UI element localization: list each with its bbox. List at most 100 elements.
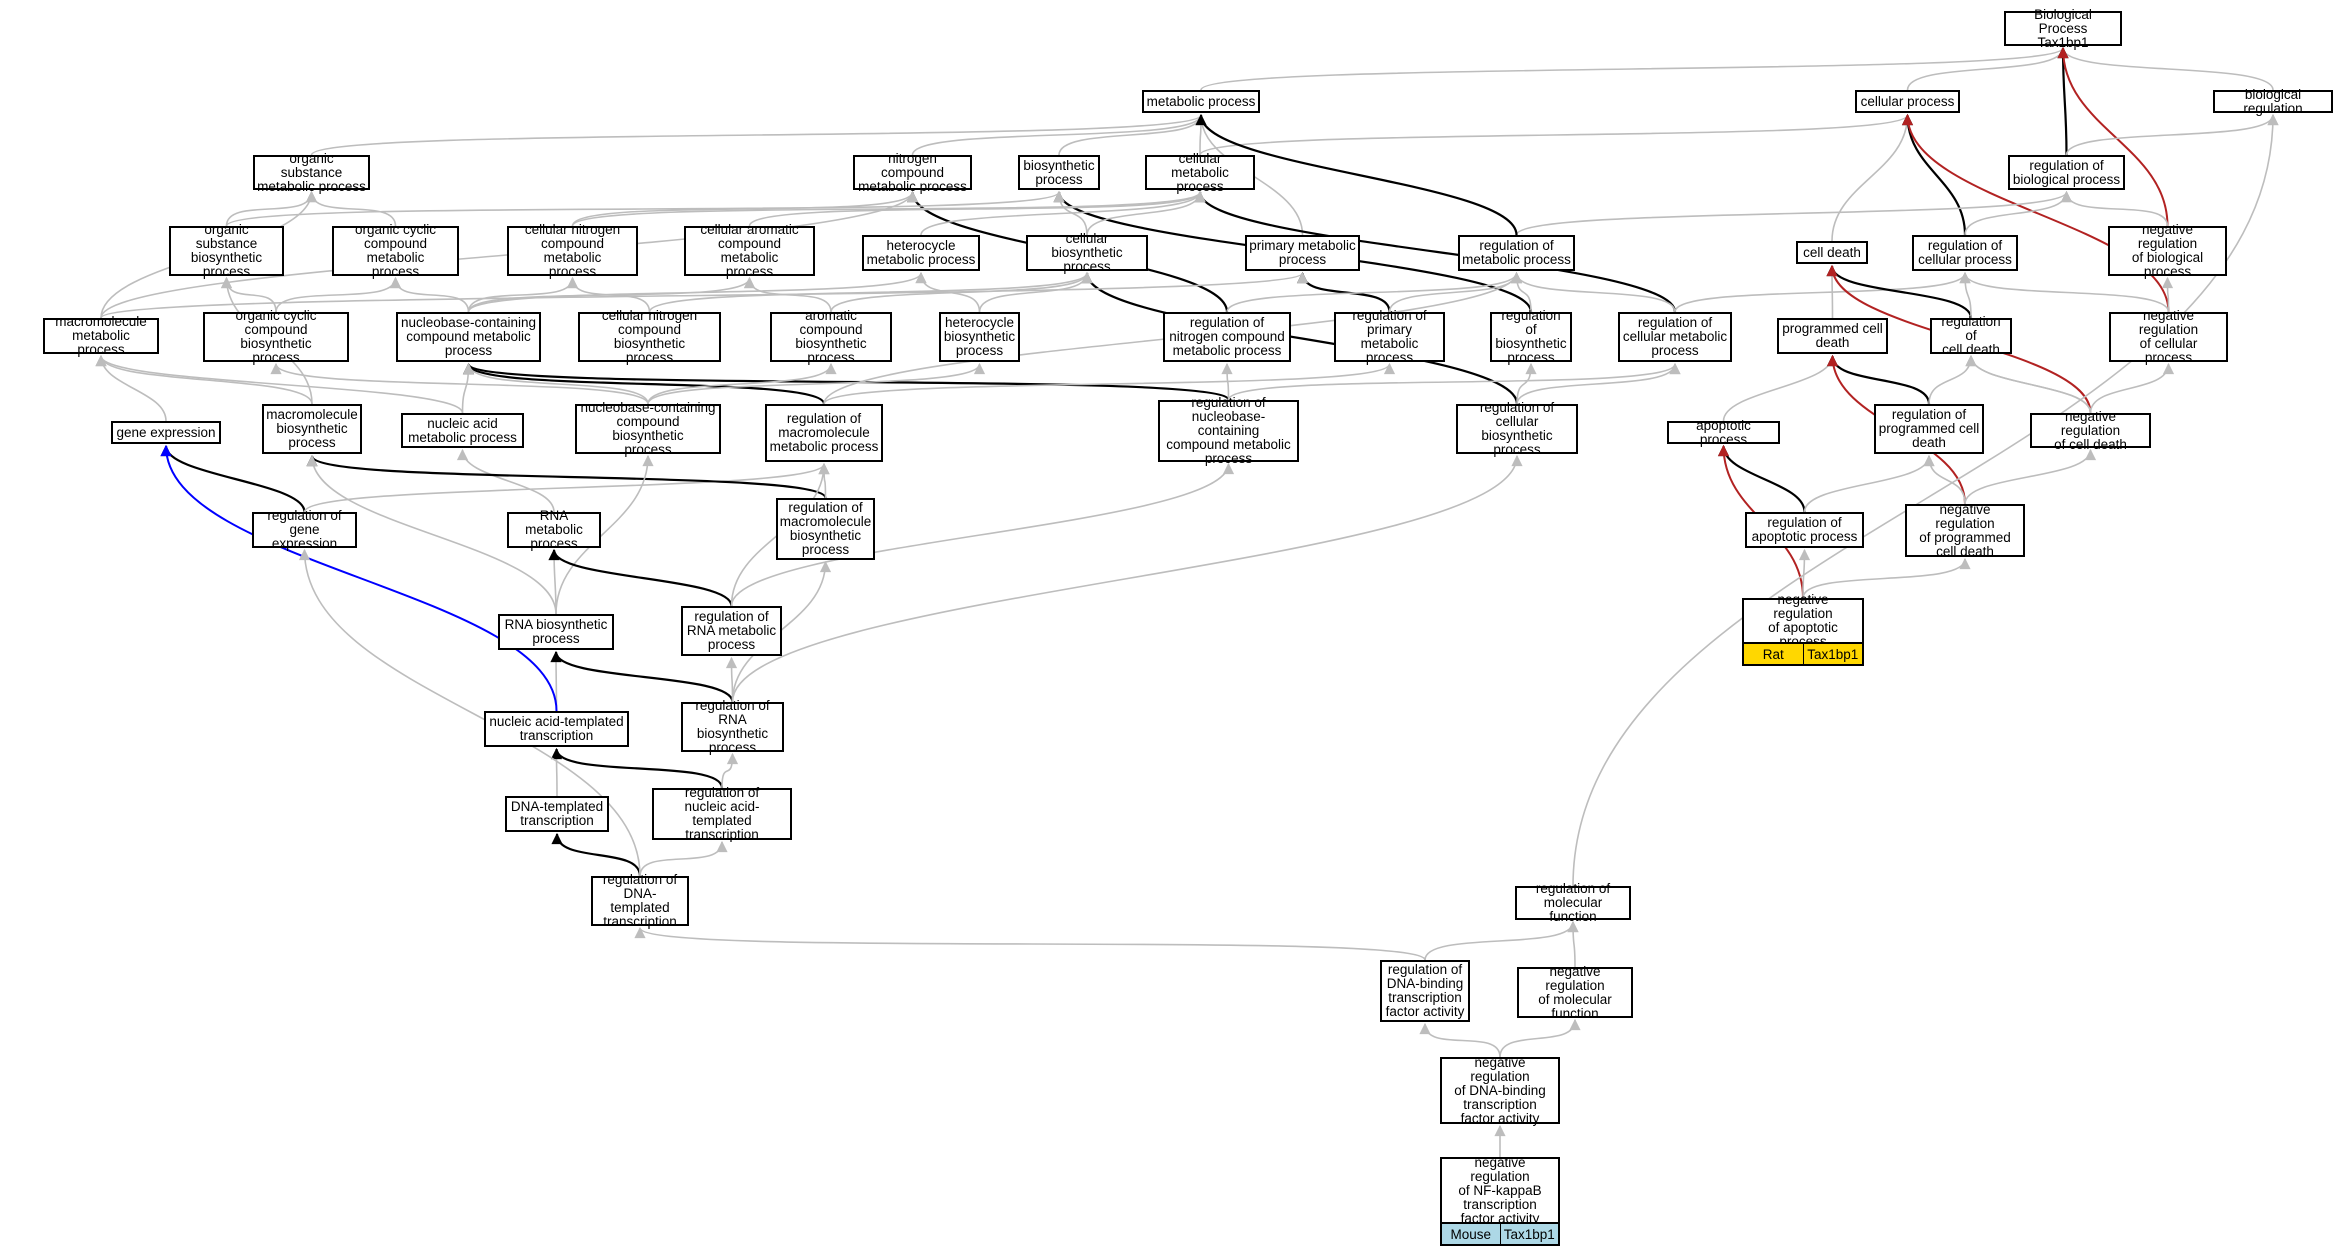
node-neg-reg-mol[interactable]: negative regulation of molecular functio… — [1517, 964, 1633, 1020]
edge-neg_reg_cell-to-neg_reg_bio — [2161, 276, 2174, 313]
node-cell-nitro-bio[interactable]: cellular nitrogen compound biosynthetic … — [578, 309, 721, 365]
edge-neg_reg_cell-to-cellular_process — [1901, 113, 2170, 313]
node-reg-nat-transc[interactable]: regulation of nucleic acid-templated tra… — [652, 786, 792, 842]
node-reg-cell-met[interactable]: regulation of cellular metabolic process — [1618, 312, 1732, 362]
node-prog-death[interactable]: programmed cell death — [1777, 318, 1888, 354]
edge-cell_bio-to-cell_met — [1086, 190, 1206, 236]
edge-reg_gene_expr-to-reg_macro_met — [303, 462, 830, 513]
edge-neg_reg_bio-to-reg_bio_proc — [2060, 190, 2169, 227]
node-prim-met[interactable]: primary metabolic process — [1245, 235, 1360, 271]
node-apoptotic[interactable]: apoptotic process — [1667, 418, 1780, 446]
node-nucacid-met[interactable]: nucleic acid metabolic process — [401, 413, 524, 448]
node-reg-mol-func[interactable]: regulation of molecular function — [1515, 882, 1631, 924]
node-hetero-bio[interactable]: heterocycle biosynthetic process — [939, 312, 1020, 362]
node-org-sub-met[interactable]: organic substance metabolic process — [253, 151, 370, 193]
node-neg-reg-apop[interactable]: negative regulation of apoptotic process — [1742, 593, 1864, 649]
node-reg-met[interactable]: regulation of metabolic process — [1458, 235, 1575, 271]
edge-hetero_met-to-cell_met — [920, 190, 1206, 236]
edge-reg_nucbase_met-to-reg_cell_met — [1227, 362, 1681, 401]
edge-nitro_met-to-metabolic — [911, 113, 1207, 156]
annotation-species: Rat — [1762, 646, 1784, 662]
edge-nucacid_met-to-nucbase_met — [461, 362, 475, 414]
node-rna-bio[interactable]: RNA biosynthetic process — [498, 614, 614, 650]
node-nucbase-met[interactable]: nucleobase-containing compound metabolic… — [396, 312, 541, 362]
node-reg-macro-met[interactable]: regulation of macromolecule metabolic pr… — [765, 404, 883, 462]
edge-cell_arom_met-to-cell_met — [748, 190, 1206, 227]
edge-reg_nucbase_met-to-nucbase_met — [463, 362, 1230, 402]
node-reg-rna-met[interactable]: regulation of RNA metabolic process — [681, 606, 782, 656]
node-reg-biosynth[interactable]: regulation of biosynthetic process — [1490, 309, 1572, 365]
edge-neg_reg_prog-to-reg_prog_death — [1923, 454, 1966, 505]
node-cell-arom-met[interactable]: cellular aromatic compound metabolic pro… — [684, 223, 815, 279]
edge-reg_rna_met-to-reg_nucbase_met — [730, 462, 1235, 607]
node-reg-dna-tf[interactable]: regulation of DNA-binding transcription … — [1380, 960, 1470, 1022]
node-reg-prim-met[interactable]: regulation of primary metabolic process — [1334, 309, 1445, 365]
node-reg-nucbase-met[interactable]: regulation of nucleobase-containing comp… — [1158, 396, 1299, 466]
node-neg-reg-dna-tf[interactable]: negative regulation of DNA-binding trans… — [1440, 1055, 1560, 1125]
node-bio-reg[interactable]: biological regulation — [2213, 87, 2333, 115]
edge-rna_bio-to-nucbase_bio — [555, 454, 654, 615]
edge-reg_dna_transc-to-dna_transc — [551, 832, 642, 877]
node-reg-apop[interactable]: regulation of apoptotic process — [1745, 512, 1864, 548]
edge-reg_prog_death-to-prog_death — [1826, 354, 1931, 405]
edge-neg_reg_bio-to-bp_root — [2057, 46, 2169, 227]
edge-hetero_bio-to-hetero_met — [915, 271, 981, 313]
edge-neg_reg_cell_death-to-neg_reg_cell — [2089, 362, 2175, 414]
node-hetero-met[interactable]: heterocycle metabolic process — [862, 235, 980, 271]
node-neg-reg-cell[interactable]: negative regulation of cellular process — [2109, 309, 2228, 365]
node-reg-gene-expr[interactable]: regulation of gene expression — [252, 509, 357, 551]
edge-org_cyc_bio-to-org_sub_bio — [220, 276, 277, 313]
node-cell-death[interactable]: cell death — [1796, 241, 1868, 264]
node-bp-root[interactable]: Biological Process Tax1bp1 — [2004, 7, 2122, 49]
node-nat-transc[interactable]: nucleic acid-templated transcription — [484, 711, 629, 747]
edge-cell_nitro_met-to-nitro_met — [571, 190, 918, 227]
node-rna-met[interactable]: RNA metabolic process — [507, 509, 601, 551]
edge-apoptotic-to-prog_death — [1722, 354, 1839, 422]
node-reg-prog-death[interactable]: regulation of programmed cell death — [1874, 404, 1984, 454]
node-reg-cell-bio[interactable]: regulation of cellular biosynthetic proc… — [1456, 401, 1578, 457]
node-cell-nitro-met[interactable]: cellular nitrogen compound metabolic pro… — [507, 223, 638, 279]
node-metabolic[interactable]: metabolic process — [1142, 90, 1260, 113]
node-cellular-process[interactable]: cellular process — [1855, 90, 1960, 113]
node-nitro-met[interactable]: nitrogen compound metabolic process — [853, 151, 972, 193]
node-neg-reg-cell-death[interactable]: negative regulation of cell death — [2030, 409, 2151, 451]
node-macro-bio[interactable]: macromolecule biosynthetic process — [262, 404, 362, 454]
node-dna-transc[interactable]: DNA-templated transcription — [505, 796, 609, 832]
node-org-cyc-bio[interactable]: organic cyclic compound biosynthetic pro… — [203, 309, 349, 365]
node-reg-cell-proc[interactable]: regulation of cellular process — [1912, 235, 2018, 271]
edge-neg_reg_cell-to-reg_cell_proc — [1959, 271, 2170, 313]
node-neg-reg-bio[interactable]: negative regulation of biological proces… — [2108, 223, 2227, 279]
edge-cellular_process-to-bp_root — [1906, 46, 2069, 91]
node-arom-bio[interactable]: aromatic compound biosynthetic process — [770, 309, 892, 365]
edge-reg_rna_met-to-rna_met — [548, 548, 733, 607]
edge-neg_reg_prog-to-neg_reg_cell_death — [1964, 448, 2097, 505]
edge-org_sub_bio-to-biosynth — [225, 190, 1065, 227]
node-neg-reg-nfkb[interactable]: negative regulation of NF-kappaB transcr… — [1440, 1155, 1560, 1225]
node-biosynth[interactable]: biosynthetic process — [1018, 155, 1100, 190]
node-reg-rna-bio[interactable]: regulation of RNA biosynthetic process — [681, 699, 784, 755]
node-gene-expr[interactable]: gene expression — [111, 421, 221, 444]
node-cell-bio[interactable]: cellular biosynthetic process — [1026, 232, 1148, 274]
node-reg-bio-proc[interactable]: regulation of biological process — [2008, 155, 2125, 190]
node-org-sub-bio[interactable]: organic substance biosynthetic process — [169, 223, 284, 279]
node-neg-reg-prog[interactable]: negative regulation of programmed cell d… — [1905, 502, 2025, 558]
node-reg-macro-bio[interactable]: regulation of macromolecule biosynthetic… — [776, 498, 875, 560]
node-reg-nitro-met[interactable]: regulation of nitrogen compound metaboli… — [1163, 312, 1291, 362]
node-reg-dna-transc[interactable]: regulation of DNA-templated transcriptio… — [591, 873, 689, 929]
node-nucbase-bio[interactable]: nucleobase-containing compound biosynthe… — [575, 401, 721, 457]
edge-hetero_bio-to-cell_bio — [978, 271, 1093, 313]
edge-org_cyc_bio-to-org_cyc_met — [275, 276, 402, 313]
node-org-cyc-met[interactable]: organic cyclic compound metabolic proces… — [332, 223, 459, 279]
node-reg-cell-death[interactable]: regulation of cell death — [1930, 315, 2012, 357]
edge-macro_bio-to-macro_met — [95, 354, 313, 405]
edge-reg_macro_met-to-reg_prim_met — [823, 362, 1395, 405]
edge-reg_rna_bio-to-rna_bio — [550, 650, 734, 703]
node-cell-met[interactable]: cellular metabolic process — [1145, 151, 1255, 193]
edge-bio_reg-to-bp_root — [2057, 46, 2274, 91]
edge-neg_reg_cell_death-to-reg_cell_death — [1965, 354, 2092, 414]
edge-arom_bio-to-cell_bio — [830, 271, 1093, 313]
edge-rna_bio-to-macro_bio — [306, 454, 557, 615]
node-macro-met[interactable]: macromolecule metabolic process — [43, 315, 159, 357]
edge-macro_met-to-prim_met — [100, 271, 1308, 319]
